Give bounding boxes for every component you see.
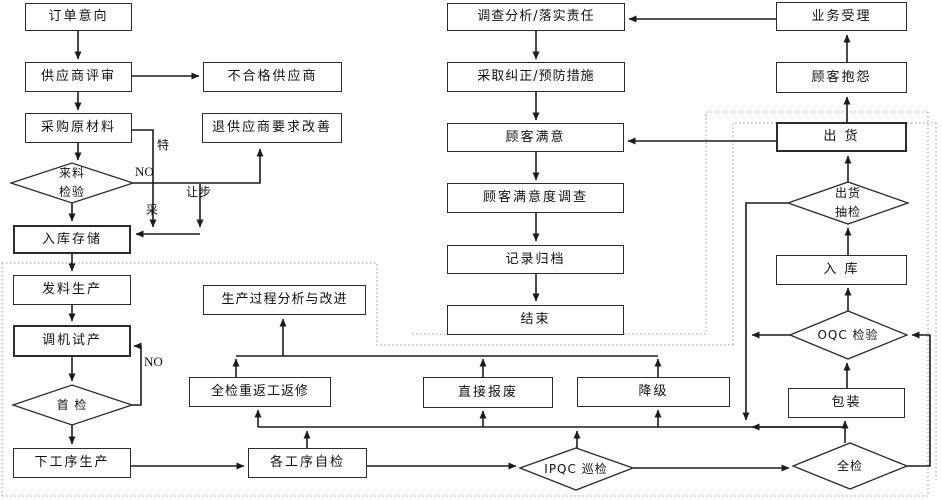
decision-diamonds: [8, 162, 910, 491]
boundary-shipping-outer: [412, 111, 928, 335]
label-special-bottom: 采: [146, 203, 160, 217]
node-issue-materials: 发料生产: [13, 275, 131, 305]
boundary-shipping-inner: [732, 122, 936, 345]
boundary-production-top: [2, 262, 733, 346]
node-purchase-raw-materials: 采购原材料: [25, 113, 132, 143]
flow-connectors: [68, 15, 931, 472]
node-customer-complaint: 顾客抱怨: [776, 62, 907, 93]
label-incoming-inspection: 来料 检验: [58, 166, 85, 199]
node-warehouse-storage: 入库存储: [13, 225, 131, 254]
shipment-sampling-diamond: [786, 181, 910, 225]
node-corrective-preventive: 采取纠正/预防措施: [447, 62, 625, 92]
node-self-inspection: 各工序自检: [248, 448, 367, 478]
label-concession: 让步: [186, 185, 213, 199]
label-first-no: NO: [144, 354, 163, 369]
node-return-supplier-improve: 退供应商要求改善: [202, 113, 342, 143]
edge-first-no-loop: [132, 342, 142, 406]
edge-sampling-fail-down: [742, 202, 788, 421]
oqc-inspection-diamond: [788, 310, 909, 360]
label-incoming-no: NO: [135, 164, 154, 179]
label-first-inspection: 首 检: [56, 397, 88, 412]
node-business-acceptance: 业务受理: [776, 2, 907, 31]
node-supplier-review: 供应商评审: [25, 62, 132, 92]
node-unqualified-supplier: 不合格供应商: [203, 62, 342, 92]
edge-incoming-no-to-return: [133, 148, 264, 184]
node-machine-trial: 调机试产: [13, 325, 131, 357]
label-special-top: 特: [157, 138, 171, 152]
node-shipment: 出 货: [776, 122, 907, 152]
label-oqc-inspection: OQC 检验: [817, 327, 879, 342]
node-end: 结束: [447, 305, 624, 335]
node-record-archive: 记录归档: [447, 245, 624, 274]
edge-special-acceptance: [131, 129, 157, 228]
label-shipment-sampling: 出货 抽检: [834, 186, 861, 219]
node-order-intent: 订单意向: [25, 3, 132, 31]
node-satisfaction-survey: 顾客满意度调查: [447, 183, 624, 213]
node-investigate-responsibility: 调查分析/落实责任: [447, 3, 625, 31]
edge-fullinspect-fail-to-oqc: [907, 331, 931, 467]
node-customer-satisfaction: 顾客满意: [447, 123, 624, 152]
node-full-rework: 全检重返工返修: [189, 377, 331, 407]
node-packaging: 包装: [788, 388, 905, 418]
node-warehousing: 入 库: [776, 255, 907, 285]
node-downgrade: 降级: [577, 377, 730, 407]
node-next-process: 下工序生产: [13, 448, 131, 478]
node-process-analysis: 生产过程分析与改进: [203, 285, 366, 315]
label-full-inspection: 全检: [836, 458, 863, 473]
label-ipqc-inspection: IPQC 巡检: [544, 461, 608, 476]
node-direct-scrap: 直接报废: [423, 377, 553, 408]
